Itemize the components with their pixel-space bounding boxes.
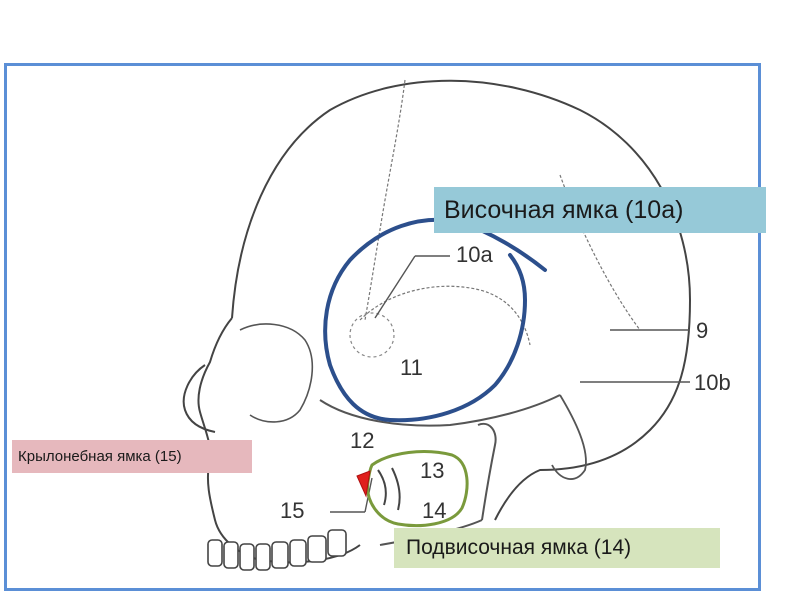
zygomatic-arch	[319, 394, 561, 427]
pterion-circle	[349, 312, 395, 358]
pterygoid-plate	[377, 467, 401, 511]
skull-outline	[231, 79, 692, 521]
label-10b: 10b	[694, 370, 731, 395]
pterygopalatine-fossa-mark	[356, 470, 371, 498]
label-12: 12	[350, 428, 374, 453]
infratemporal-fossa-label: Подвисочная ямка (14)	[394, 528, 720, 568]
label-10a: 10a	[456, 242, 493, 267]
teeth	[207, 529, 347, 571]
pterygopalatine-fossa-label: Крылонебная ямка (15)	[12, 440, 252, 473]
figure-frame	[4, 63, 761, 591]
label-15: 15	[280, 498, 304, 523]
squamosal-suture	[359, 285, 531, 346]
label-13: 13	[420, 458, 444, 483]
label-9: 9	[696, 318, 708, 343]
temporal-fossa-outline	[323, 217, 547, 423]
label-14: 14	[422, 498, 446, 523]
mastoid-process	[551, 394, 587, 480]
nose-outline	[182, 364, 216, 433]
infratemporal-fossa-outline	[366, 450, 469, 528]
condylar-process	[477, 422, 497, 521]
coronal-suture	[364, 79, 406, 321]
leader-lines	[330, 255, 690, 513]
temporal-fossa-label: Височная ямка (10a)	[434, 187, 766, 233]
orbit	[239, 323, 314, 423]
label-11: 11	[400, 355, 423, 380]
